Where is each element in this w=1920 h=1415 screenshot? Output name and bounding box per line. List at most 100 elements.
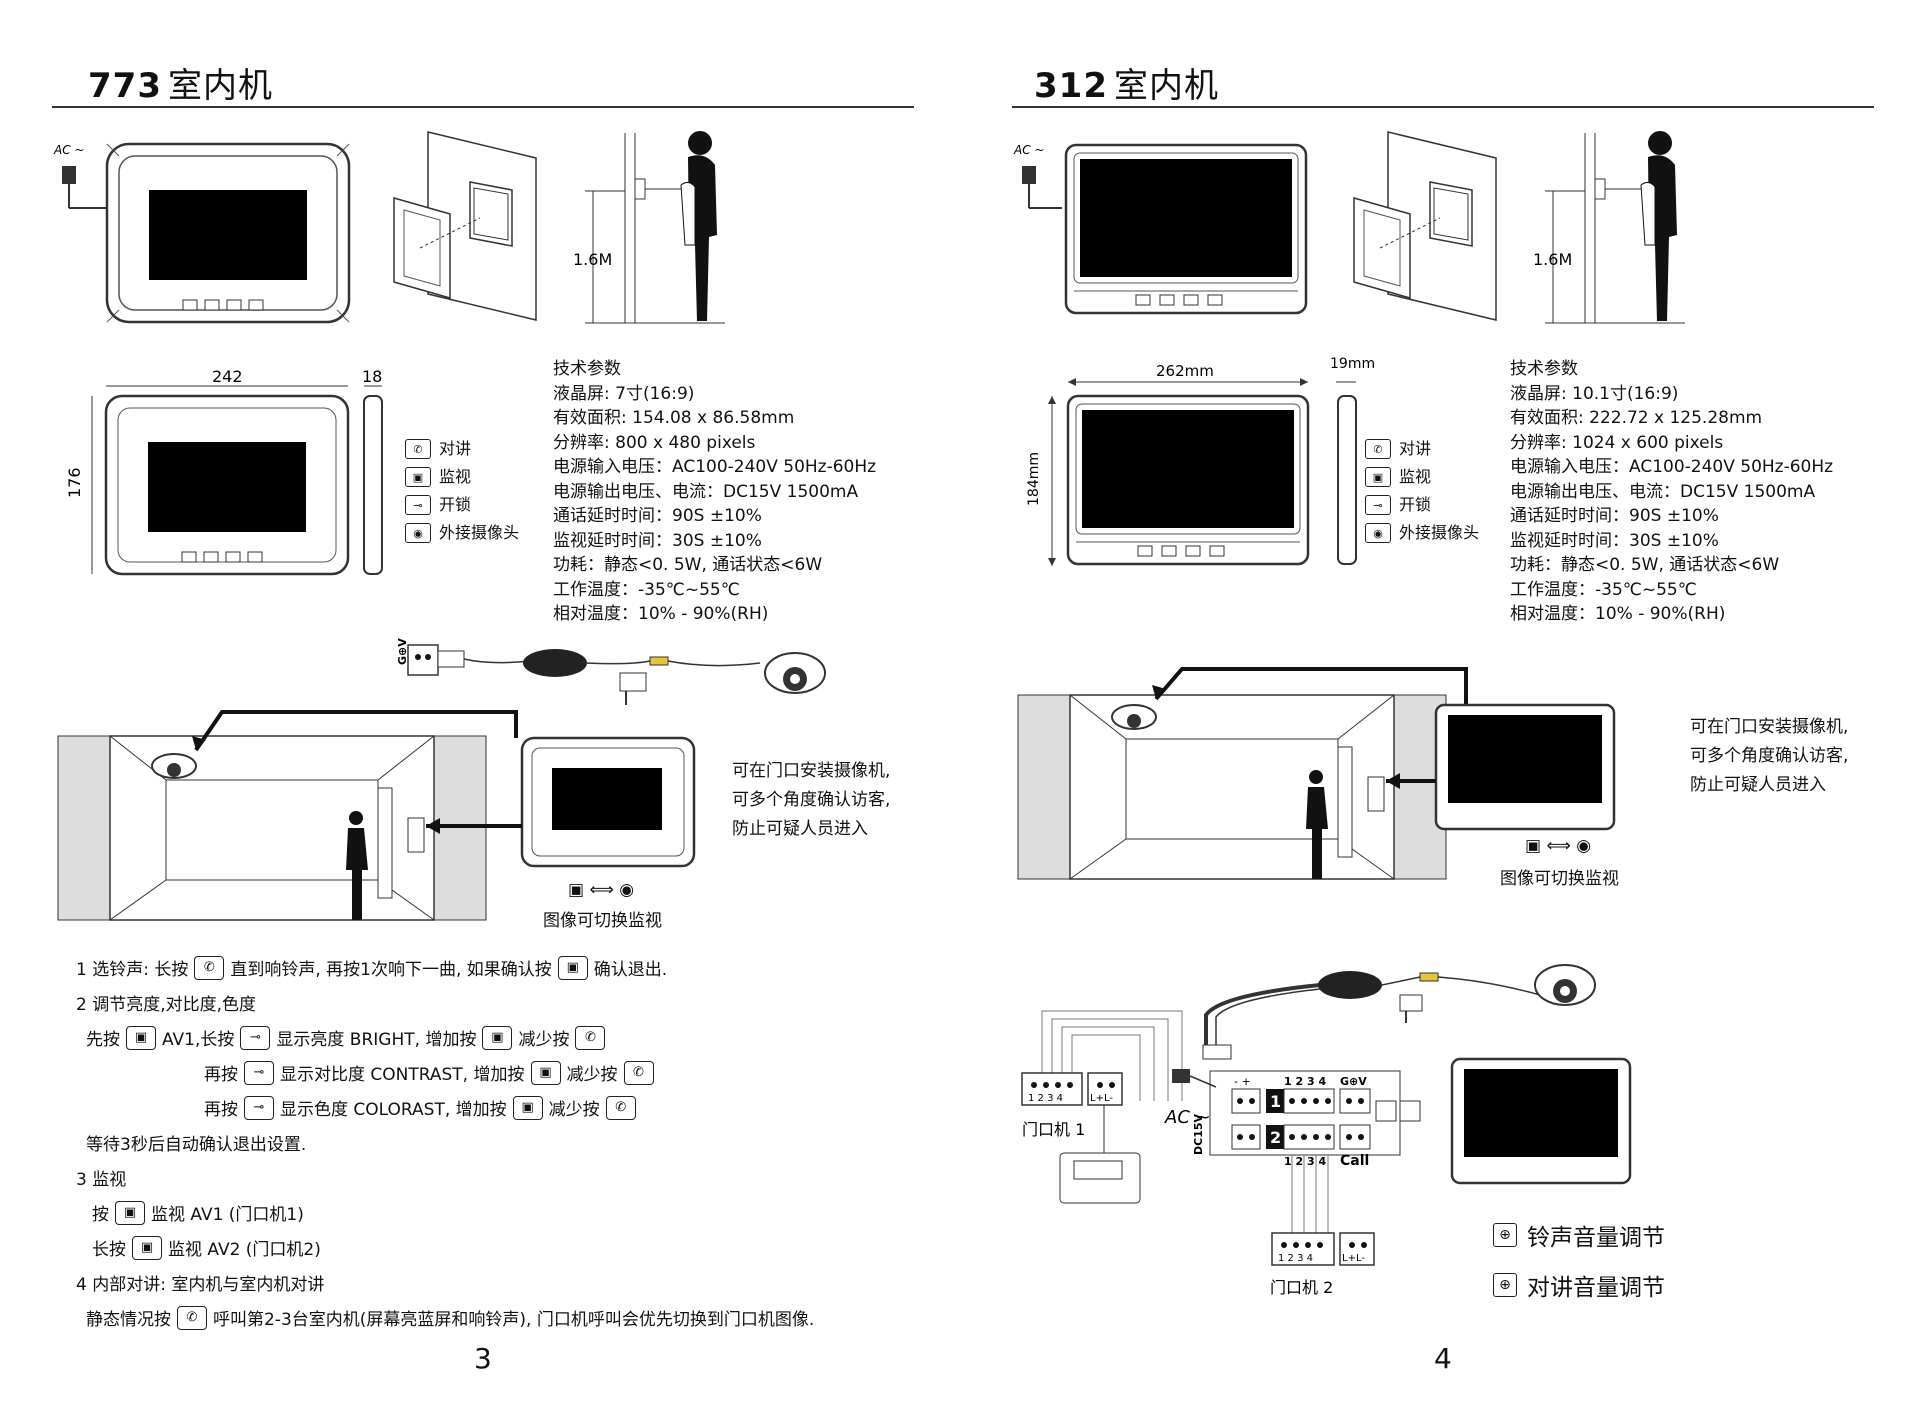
instruction-line: 再按⊸显示色度 COLORAST, 增加按▣减少按✆ (204, 1095, 636, 1120)
note-line: 可在门口安装摄像机, (732, 761, 891, 781)
button-legend: ✆对讲 ▣ 监视 ⊸开锁 ◉ 外接摄像头 (405, 435, 519, 547)
note-line: 可在门口安装摄像机, (1690, 717, 1849, 737)
monitor-icon: ▣ (405, 467, 431, 487)
phone-icon: ✆ (575, 1025, 606, 1050)
power-adapter-icon: AC ~ (1013, 143, 1062, 209)
svg-text:1.6M: 1.6M (573, 250, 612, 269)
instruction-line: 长按▣监视 AV2 (门口机2) (92, 1235, 321, 1260)
phone-icon: ✆ (1365, 439, 1391, 459)
spec-item: 有效面积: 154.08 x 86.58mm (553, 408, 795, 428)
ring-volume-icon: ⊕ (1493, 1223, 1517, 1247)
legend-label: 监视 (439, 467, 472, 486)
spec-item: 电源输入电压：AC100-240V 50Hz-60Hz (1510, 457, 1834, 477)
spec-item: 相对温度：10% - 90%(RH) (1510, 604, 1726, 624)
camera-icon: ◉ (405, 523, 431, 543)
phone-icon: ✆ (605, 1095, 636, 1120)
talk-volume-icon: ⊕ (1493, 1273, 1517, 1297)
spec-item: 电源输出电压、电流：DC15V 1500mA (1510, 481, 1816, 502)
monitor-front-312 (1064, 143, 1308, 315)
title-rule (1012, 106, 1874, 108)
legend-row: ▣ 监视 (405, 463, 519, 491)
mounting-height-diagram: 1.6M (1533, 131, 1685, 324)
legend-row: ◉ 外接摄像头 (405, 519, 519, 547)
spec-item: 监视延时时间：30S ±10% (553, 530, 762, 551)
legend-row: ⊸开锁 (405, 491, 519, 519)
instruction-line: 3 监视 (76, 1170, 127, 1190)
switch-icons: ▣ ⟺ ◉ (568, 880, 635, 900)
note-line: 可多个角度确认访客, (732, 790, 891, 810)
spec-item: 有效面积: 222.72 x 125.28mm (1510, 408, 1763, 428)
svg-text:AC ~: AC ~ (53, 143, 84, 157)
key-icon: ⊸ (240, 1025, 271, 1050)
room-scene-diagram (1017, 667, 1616, 880)
svg-text:18: 18 (362, 367, 382, 386)
svg-text:DC15V: DC15V (1192, 1113, 1205, 1155)
spec-item: 液晶屏: 7寸(16:9) (553, 383, 695, 404)
switch-caption: 图像可切换监视 (543, 911, 662, 931)
instruction-line: 1 选铃声: 长按✆直到响铃声, 再按1次响下一曲, 如果确认按▣确认退出. (76, 955, 667, 980)
model-type: 室内机 (1113, 66, 1219, 106)
key-icon: ⊸ (244, 1060, 274, 1085)
legend-row: ◉外接摄像头 (1365, 519, 1479, 547)
legend-label: 外接摄像头 (1399, 523, 1480, 542)
note-line: 防止可疑人员进入 (732, 819, 868, 839)
svg-text:1 2 3 4: 1 2 3 4 (1284, 1075, 1326, 1088)
legend-label: 监视 (1399, 467, 1432, 486)
spec-item: 功耗：静态<0. 5W, 通话状态<6W (553, 555, 823, 575)
side-profile-312: 19mm (1330, 356, 1375, 565)
svg-text:19mm: 19mm (1330, 356, 1375, 372)
wall-mount-diagram (1353, 131, 1497, 321)
svg-text:1 2 3 4: 1 2 3 4 (1284, 1155, 1326, 1168)
volume-label: 对讲音量调节 (1527, 1275, 1665, 1301)
phone-icon: ✆ (405, 439, 431, 459)
key-icon: ⊸ (244, 1095, 274, 1120)
spec-heading: 技术参数 (553, 359, 621, 379)
instruction-line: 再按⊸显示对比度 CONTRAST, 增加按▣减少按✆ (204, 1060, 654, 1085)
svg-text:L+L-: L+L- (1342, 1253, 1365, 1264)
monitor-icon: ▣ (132, 1235, 162, 1260)
svg-text:G⊕V: G⊕V (1340, 1075, 1367, 1088)
spec-item: 分辨率: 1024 x 600 pixels (1510, 432, 1724, 453)
legend-label: 对讲 (1399, 439, 1432, 458)
camera-cable-diagram: G⊕V (396, 638, 826, 705)
page-number: 3 (474, 1342, 492, 1375)
legend-row: ✆ 对讲 (1365, 435, 1479, 463)
instruction-line: 先按▣AV1,长按⊸显示亮度 BRIGHT, 增加按▣减少按✆ (86, 1025, 606, 1050)
power-adapter-icon: AC ~ (53, 143, 110, 209)
mounting-height-diagram: 1.6M (573, 131, 725, 324)
instruction-line: 4 内部对讲: 室内机与室内机对讲 (76, 1275, 325, 1295)
spec-item: 监视延时时间：30S ±10% (1510, 530, 1719, 551)
legend-label: 外接摄像头 (439, 523, 520, 542)
svg-text:1 2 3 4: 1 2 3 4 (1028, 1093, 1063, 1104)
switch-caption: 图像可切换监视 (1500, 869, 1619, 889)
svg-text:1 2 3 4: 1 2 3 4 (1278, 1253, 1313, 1264)
spec-item: 电源输入电压：AC100-240V 50Hz-60Hz (553, 457, 877, 477)
svg-text:AC ~: AC ~ (1013, 143, 1044, 157)
spec-item: 分辨率: 800 x 480 pixels (553, 432, 756, 453)
legend-row: ✆对讲 (405, 435, 519, 463)
svg-text:176: 176 (65, 467, 84, 498)
switch-icons: ▣ ⟺ ◉ (1525, 836, 1592, 856)
wiring-diagram: 1 2 3 4 L+L- 门口机 1 AC ~ DC15V - + 1 2 1 … (1021, 964, 1632, 1297)
spec-item: 通话延时时间：90S ±10% (1510, 506, 1719, 526)
svg-text:L+L-: L+L- (1090, 1093, 1113, 1104)
legend-label: 开锁 (1399, 495, 1432, 514)
spec-item: 功耗：静态<0. 5W, 通话状态<6W (1510, 555, 1780, 575)
monitor-icon: ▣ (115, 1200, 145, 1225)
model-number: 312 (1034, 66, 1108, 106)
svg-text:2: 2 (1270, 1128, 1281, 1147)
spec-heading: 技术参数 (1510, 359, 1578, 379)
legend-row: ▣ 监视 (1365, 463, 1479, 491)
monitor-icon: ▣ (1365, 467, 1391, 487)
svg-text:- +: - + (1234, 1075, 1251, 1088)
svg-text:Call: Call (1340, 1153, 1369, 1169)
note-line: 可多个角度确认访客, (1690, 746, 1849, 766)
monitor-icon: ▣ (530, 1060, 561, 1085)
camera-note: 可在门口安装摄像机, 可多个角度确认访客, 防止可疑人员进入 (1690, 713, 1848, 800)
monitor-front-773 (105, 142, 351, 324)
room-scene-diagram (57, 710, 696, 921)
instruction-line: 静态情况按✆呼叫第2-3台室内机(屏幕亮蓝屏和响铃声), 门口机呼叫会优先切换到… (86, 1305, 814, 1330)
